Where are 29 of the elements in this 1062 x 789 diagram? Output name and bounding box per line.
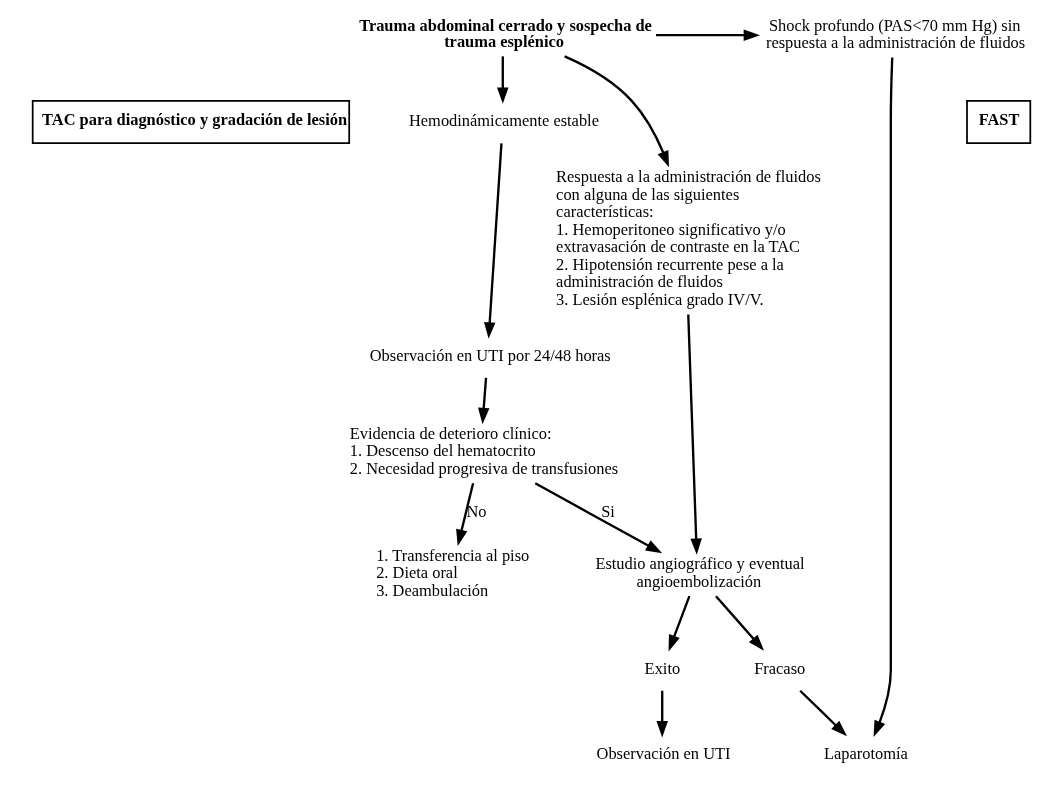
node-box: TAC para diagnóstico y gradación de lesión: [31, 99, 350, 144]
node-text: Exito: [644, 658, 680, 678]
node-text: Laparotomía: [823, 744, 908, 764]
node-text: 1. Transferencia al piso 2. Dieta oral 3. Deambulación: [375, 545, 529, 600]
node-box: FAST: [965, 99, 1031, 144]
arrow: [873, 57, 893, 738]
node-text: Trauma abdominal cerrado y sospecha de trauma esplénico: [358, 15, 652, 52]
arrow: [455, 483, 474, 546]
node-text: Shock profundo (PAS<70 mm Hg) sin respuesta a la administración de fluidos: [765, 15, 1025, 53]
node-text: Observación en UTI por 24/48 horas: [369, 345, 611, 365]
node-text: Fracaso: [753, 658, 805, 678]
arrow: [668, 595, 690, 652]
node-text: Respuesta a la administración de fluidos con alguna de las siguientes características: 1. Hemoperitoneo significativo y/o extravasación de contraste en la TAC 2. Hipotensión recurrente pese a la administración de fluidos 3. Lesión esplénica grado IV/V.: [555, 166, 821, 310]
node-text: Estudio angiográfico y eventual angioembolización: [594, 554, 805, 591]
node-text: Observación en UTI: [596, 744, 730, 764]
node-text: Evidencia de deterioro clínico: 1. Descenso del hematocrito 2. Necesidad progresiva de transfusiones: [349, 423, 618, 478]
arrow: [686, 314, 702, 555]
edge-label: No: [465, 502, 486, 522]
arrow: [477, 377, 489, 425]
arrow: [714, 595, 764, 651]
arrow: [534, 482, 662, 554]
arrow: [563, 55, 669, 168]
arrow: [655, 690, 668, 738]
edge-label: Si: [600, 502, 615, 522]
arrow: [655, 29, 760, 41]
arrow: [483, 143, 503, 339]
node-text: Hemodinámicamente estable: [408, 111, 599, 131]
arrow: [798, 689, 847, 737]
arrow: [496, 56, 509, 104]
